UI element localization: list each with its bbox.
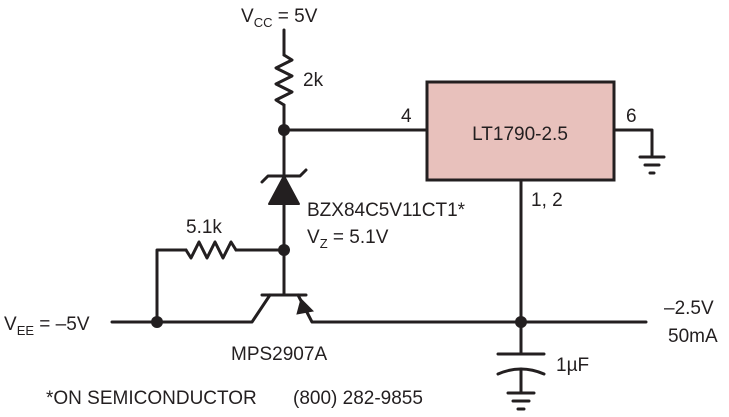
resistor-2k-label: 2k <box>303 70 324 91</box>
vee-label: VEE = –5V <box>4 314 90 338</box>
ic-pin6-label: 6 <box>626 106 637 127</box>
ic-pin4-label: 4 <box>401 106 412 127</box>
resistor-5k1 <box>184 240 238 260</box>
footnote-company: *ON SEMICONDUCTOR <box>46 388 257 409</box>
wire-ic-pin6 <box>612 128 654 157</box>
ground-icon-cap <box>506 391 536 411</box>
zener-part-label: BZX84C5V11CT1* <box>307 200 466 221</box>
transistor-mps2907a <box>243 293 332 324</box>
zener-diode-triangle <box>268 175 300 205</box>
vcc-label: VCC = 5V <box>241 6 318 30</box>
junction-node-vee <box>151 316 163 328</box>
resistor-2k <box>274 53 294 107</box>
zener-diode-bar <box>260 168 308 184</box>
output-voltage-label: –2.5V <box>664 298 714 319</box>
transistor-label: MPS2907A <box>231 344 327 365</box>
capacitor-label: 1µF <box>556 355 589 376</box>
resistor-5k1-label: 5.1k <box>186 217 222 238</box>
footnote-phone: (800) 282-9855 <box>293 388 423 409</box>
ic-name: LT1790-2.5 <box>472 124 568 145</box>
ic-lt1790 <box>425 80 616 182</box>
wire-r51k-vee <box>155 248 188 324</box>
ic-pin12-label: 1, 2 <box>531 190 563 211</box>
output-current-label: 50mA <box>668 326 718 347</box>
zener-vz-label: VZ = 5.1V <box>307 227 389 251</box>
ground-icon-ic <box>638 155 666 175</box>
